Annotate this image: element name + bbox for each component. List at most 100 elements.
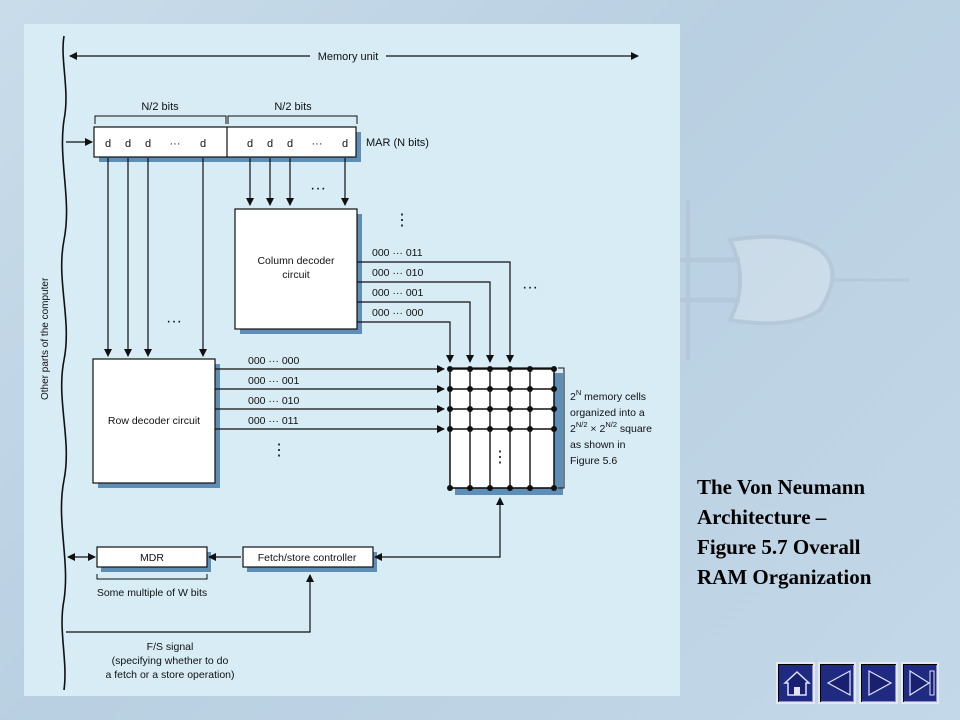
memory-cell-node xyxy=(447,426,453,432)
memory-cell-node xyxy=(447,366,453,372)
mar-ellipsis: ··· xyxy=(170,138,181,150)
column-decoder-label-line2: circuit xyxy=(282,269,310,281)
memory-cell-node xyxy=(507,386,513,392)
column-output-lines xyxy=(357,261,514,363)
mar-bit-cell: d xyxy=(342,138,348,150)
cells-note-line4: as shown in xyxy=(570,439,626,451)
row-output-2: 000 ··· 010 xyxy=(248,395,300,407)
mar-register: d d d ··· d d d d ··· d xyxy=(93,126,361,162)
cells-note-line2: organized into a xyxy=(570,407,645,419)
first-slide-button[interactable] xyxy=(817,662,856,704)
column-decoder-label-line1: Column decoder xyxy=(257,255,335,267)
cells-note-line1: 2N memory cells xyxy=(570,388,646,403)
memory-cell-node xyxy=(487,485,493,491)
fs-signal-line1: F/S signal xyxy=(147,641,194,653)
grid-to-controller-line xyxy=(374,497,504,561)
home-icon xyxy=(783,670,811,696)
half-bits-right-label: N/2 bits xyxy=(274,101,312,113)
mdr-label: MDR xyxy=(140,552,164,564)
previous-slide-button[interactable] xyxy=(859,662,898,704)
memory-cell-node xyxy=(507,485,513,491)
memory-cell-node xyxy=(507,406,513,412)
memory-cell-node xyxy=(447,485,453,491)
mar-bit-cell: d xyxy=(105,138,111,150)
memory-cell-node xyxy=(527,386,533,392)
column-output-3: 000 ··· 000 xyxy=(372,307,424,319)
memory-cell-node xyxy=(467,406,473,412)
memory-cell-node xyxy=(467,366,473,372)
row-address-lines xyxy=(104,158,207,357)
fs-signal-line3: a fetch or a store operation) xyxy=(106,669,235,681)
memory-cell-node xyxy=(527,426,533,432)
fs-signal-line2: (specifying whether to do xyxy=(112,655,229,667)
memory-cell-node xyxy=(527,366,533,372)
row-decoder-box xyxy=(92,358,220,488)
memory-cell-node xyxy=(527,406,533,412)
mar-bit-cell: d xyxy=(200,138,206,150)
slide-caption: The Von Neumann Architecture – Figure 5.… xyxy=(697,472,937,592)
mar-bit-cell: d xyxy=(287,138,293,150)
mar-cells: d d d ··· d d d d ··· d xyxy=(105,138,348,150)
row-output-0: 000 ··· 000 xyxy=(248,355,300,367)
first-slide-icon xyxy=(826,669,851,697)
half-bits-left-label: N/2 bits xyxy=(141,101,179,113)
fetch-store-controller-box xyxy=(242,546,377,572)
home-button[interactable] xyxy=(776,662,815,704)
row-address-ellipsis: ··· xyxy=(166,313,182,330)
grid-vertical-ellipsis: ⋮ xyxy=(492,449,508,466)
memory-cell-node xyxy=(551,406,557,412)
memory-cell-node xyxy=(467,485,473,491)
column-decoder-box xyxy=(234,208,362,334)
caption-line: Figure 5.7 Overall xyxy=(697,535,861,559)
mar-ellipsis: ··· xyxy=(312,138,323,150)
row-output-3: 000 ··· 011 xyxy=(248,415,299,427)
caption-line: The Von Neumann xyxy=(697,475,866,499)
column-address-ellipsis: ··· xyxy=(310,180,326,197)
mar-bit-cell: d xyxy=(267,138,273,150)
memory-cell-node xyxy=(527,485,533,491)
memory-cell-node xyxy=(551,386,557,392)
memory-cell-node xyxy=(551,485,557,491)
memory-cell-node xyxy=(551,426,557,432)
memory-cell-node xyxy=(447,406,453,412)
fs-signal-line xyxy=(66,574,314,633)
controller-label: Fetch/store controller xyxy=(258,552,357,564)
caption-line: Architecture – xyxy=(697,505,827,529)
memory-cell-node xyxy=(507,366,513,372)
slide-navigation-bar xyxy=(773,662,939,706)
row-output-vertical-ellipsis: ⋮ xyxy=(271,442,287,459)
column-output-ellipsis: ··· xyxy=(522,279,538,296)
cells-note-line3: 2N/2 × 2N/2 square xyxy=(570,420,652,435)
memory-cell-node xyxy=(551,366,557,372)
mar-bit-cell: d xyxy=(247,138,253,150)
memory-cell-node xyxy=(487,386,493,392)
column-output-1: 000 ··· 010 xyxy=(372,267,424,279)
memory-cell-node xyxy=(487,406,493,412)
mdr-width-label: Some multiple of W bits xyxy=(97,587,207,599)
memory-unit-label: Memory unit xyxy=(318,51,379,63)
last-slide-button[interactable] xyxy=(900,662,939,704)
previous-slide-icon xyxy=(868,669,893,697)
column-address-lines xyxy=(246,158,349,206)
caption-line: RAM Organization xyxy=(697,565,872,589)
memory-cell-node xyxy=(487,366,493,372)
mdr-box xyxy=(96,546,211,572)
mar-bit-cell: d xyxy=(145,138,151,150)
memory-cell-node xyxy=(447,386,453,392)
background-logic-gate-watermark xyxy=(680,200,910,360)
column-output-2: 000 ··· 001 xyxy=(372,287,424,299)
mar-bit-cell: d xyxy=(125,138,131,150)
mar-label: MAR (N bits) xyxy=(366,137,429,149)
memory-cell-node xyxy=(467,426,473,432)
memory-cell-node xyxy=(507,426,513,432)
row-output-lines xyxy=(215,365,445,433)
column-output-vertical-ellipsis: ⋮ xyxy=(394,212,410,229)
other-parts-label: Other parts of the computer xyxy=(40,277,51,400)
cells-note-line5: Figure 5.6 xyxy=(570,455,617,467)
memory-boundary-line xyxy=(60,35,68,691)
row-output-1: 000 ··· 001 xyxy=(248,375,300,387)
last-slide-icon xyxy=(908,669,934,697)
memory-cell-node xyxy=(467,386,473,392)
